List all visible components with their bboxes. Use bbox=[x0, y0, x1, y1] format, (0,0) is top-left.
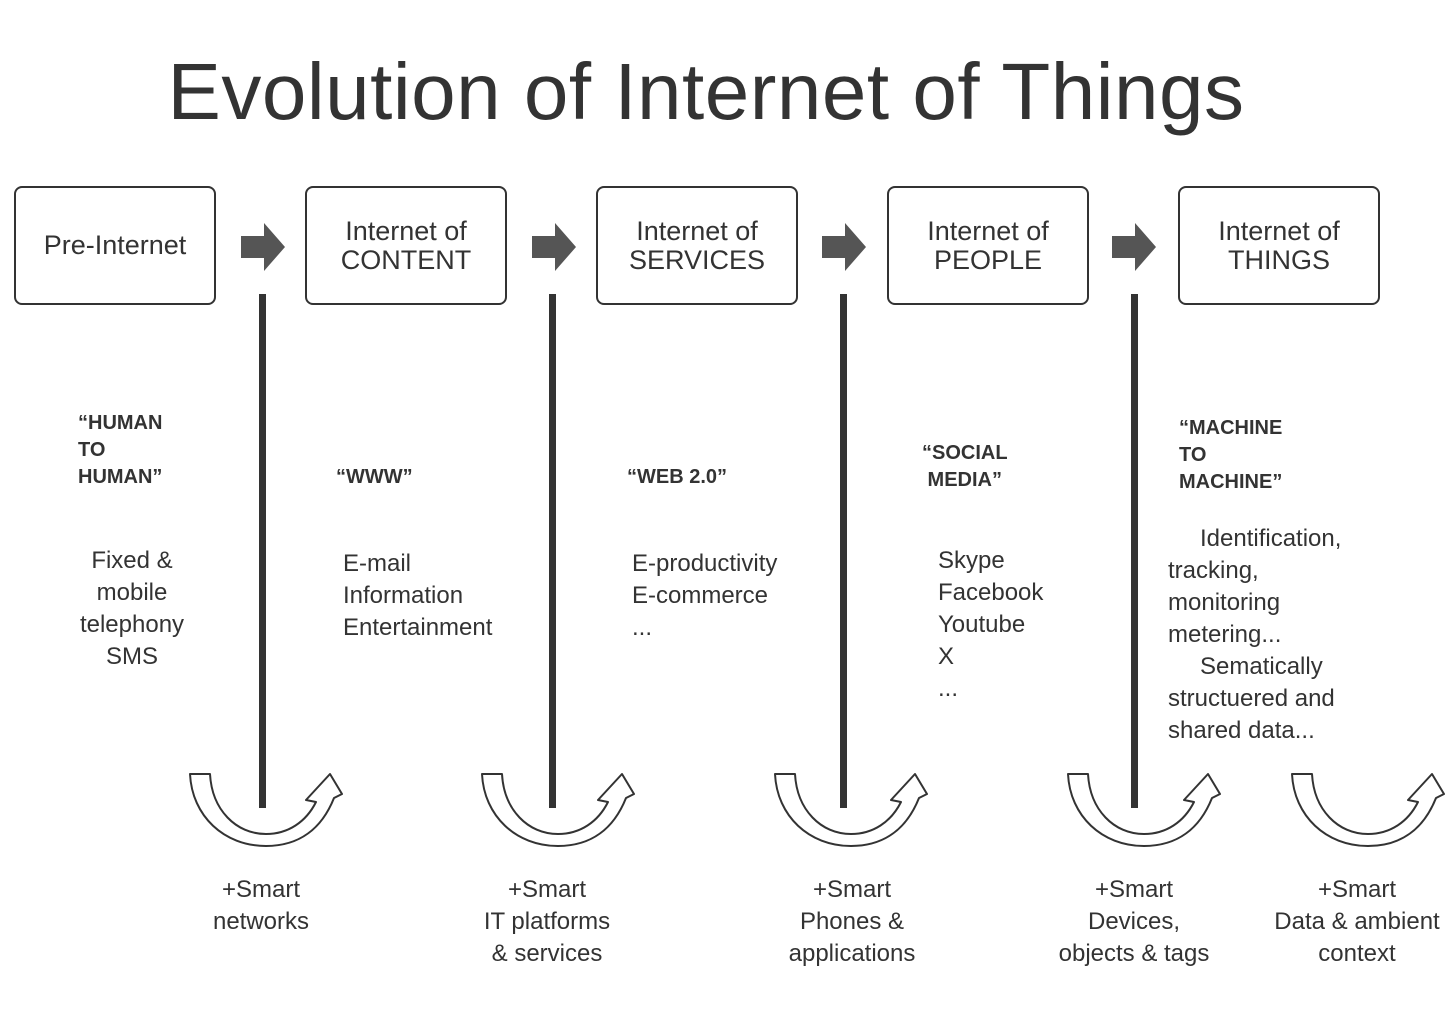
smart-label-line: +Smart bbox=[812, 876, 892, 903]
smart-label-line: applications bbox=[788, 940, 916, 967]
smart-label-data-context: +Smart Data & ambient context bbox=[1262, 874, 1452, 970]
smart-label-line: +Smart bbox=[221, 876, 301, 903]
stage-internet-of-services: Internet of SERVICES bbox=[596, 186, 798, 305]
arrow-right-icon bbox=[532, 223, 576, 271]
stage-pre-internet: Pre-Internet bbox=[14, 186, 216, 305]
stage-label-line1: Internet of bbox=[1218, 215, 1340, 246]
era-description-content: E-mail Information Entertainment bbox=[343, 548, 492, 644]
era-divider-line bbox=[840, 294, 847, 808]
description-line: Information bbox=[343, 582, 464, 609]
era-quote-web-2: “WEB 2.0” bbox=[627, 464, 727, 491]
u-turn-arrow-icon bbox=[1067, 773, 1221, 847]
smart-label-line: +Smart bbox=[507, 876, 587, 903]
description-line: telephony bbox=[79, 611, 185, 638]
smart-label-line: & services bbox=[491, 940, 603, 967]
era-description-services: E-productivity E-commerce ... bbox=[632, 548, 777, 644]
description-line: shared data... bbox=[1168, 717, 1315, 744]
smart-label-line: context bbox=[1318, 940, 1396, 967]
description-line: E-commerce bbox=[632, 582, 769, 609]
quote-line: “WWW” bbox=[336, 466, 413, 488]
quote-line: “SOCIAL bbox=[922, 442, 1008, 464]
era-divider-line bbox=[259, 294, 266, 808]
era-quote-machine-to-machine: “MACHINE TO MACHINE” bbox=[1179, 415, 1282, 496]
stage-internet-of-people: Internet of PEOPLE bbox=[887, 186, 1089, 305]
stage-label-line2: CONTENT bbox=[340, 244, 472, 275]
description-line: SMS bbox=[105, 643, 158, 670]
stage-label-line2: PEOPLE bbox=[933, 244, 1043, 275]
description-line: ... bbox=[938, 675, 959, 702]
stage-label-line1: Pre-Internet bbox=[43, 230, 187, 260]
u-turn-arrow-icon bbox=[1291, 773, 1445, 847]
smart-label-line: +Smart bbox=[1094, 876, 1174, 903]
stage-internet-of-things: Internet of THINGS bbox=[1178, 186, 1380, 305]
era-quote-www: “WWW” bbox=[336, 464, 413, 491]
smart-label-line: Data & ambient bbox=[1274, 908, 1440, 935]
smart-label-line: Phones & bbox=[799, 908, 905, 935]
description-line: ... bbox=[632, 614, 653, 641]
era-description-people: Skype Facebook Youtube X ... bbox=[938, 545, 1043, 705]
u-turn-arrow-icon bbox=[774, 773, 928, 847]
smart-label-line: objects & tags bbox=[1058, 940, 1210, 967]
quote-line: TO bbox=[78, 439, 106, 461]
u-turn-arrow-icon bbox=[189, 773, 343, 847]
era-divider-line bbox=[549, 294, 556, 808]
stage-label-line1: Internet of bbox=[345, 215, 467, 246]
smart-label-phones: +Smart Phones & applications bbox=[768, 874, 936, 970]
smart-label-it-platforms: +Smart IT platforms & services bbox=[466, 874, 628, 970]
description-line: E-productivity bbox=[632, 550, 778, 577]
smart-label-devices: +Smart Devices, objects & tags bbox=[1044, 874, 1224, 970]
arrow-right-icon bbox=[1112, 223, 1156, 271]
smart-label-line: Devices, bbox=[1087, 908, 1181, 935]
description-line: tracking, bbox=[1168, 557, 1259, 584]
u-turn-arrow-icon bbox=[481, 773, 635, 847]
description-line: mobile bbox=[96, 579, 168, 606]
description-line: Identification, bbox=[1200, 525, 1342, 552]
quote-line: TO bbox=[1179, 444, 1207, 466]
description-line: Skype bbox=[938, 547, 1005, 574]
arrow-right-icon bbox=[241, 223, 285, 271]
diagram-title: Evolution of Internet of Things bbox=[167, 47, 1245, 136]
stage-label-line1: Internet of bbox=[636, 215, 758, 246]
description-line: Youtube bbox=[938, 611, 1026, 638]
quote-line: “HUMAN bbox=[78, 412, 163, 434]
quote-line: “MACHINE bbox=[1179, 417, 1283, 439]
smart-label-line: networks bbox=[212, 908, 310, 935]
arrow-right-icon bbox=[822, 223, 866, 271]
era-quote-human-to-human: “HUMAN TO HUMAN” bbox=[78, 410, 162, 491]
stage-label-line2: SERVICES bbox=[628, 244, 766, 275]
description-line: structuered and bbox=[1168, 685, 1335, 712]
smart-label-line: +Smart bbox=[1317, 876, 1397, 903]
description-line: X bbox=[938, 643, 955, 670]
era-divider-line bbox=[1131, 294, 1138, 808]
description-line: metering... bbox=[1168, 621, 1282, 648]
stage-label-line1: Internet of bbox=[927, 215, 1049, 246]
quote-line: HUMAN” bbox=[78, 466, 163, 488]
description-line: Facebook bbox=[938, 579, 1044, 606]
stage-internet-of-content: Internet of CONTENT bbox=[305, 186, 507, 305]
description-line: Entertainment bbox=[343, 614, 493, 641]
quote-line: MEDIA” bbox=[927, 469, 1002, 491]
stage-label-line2: THINGS bbox=[1227, 244, 1330, 275]
era-description-things: Identification, tracking, monitoring met… bbox=[1168, 523, 1341, 747]
quote-line: “WEB 2.0” bbox=[627, 466, 728, 488]
smart-label-networks: +Smart networks bbox=[180, 874, 342, 938]
era-quote-social-media: “SOCIAL MEDIA” bbox=[922, 440, 1008, 494]
description-line: E-mail bbox=[343, 550, 412, 577]
description-line: monitoring bbox=[1168, 589, 1281, 616]
description-line: Fixed & bbox=[91, 547, 173, 574]
quote-line: MACHINE” bbox=[1179, 471, 1283, 493]
description-line: Sematically bbox=[1200, 653, 1323, 680]
era-description-pre-internet: Fixed & mobile telephony SMS bbox=[62, 545, 202, 673]
smart-label-line: IT platforms bbox=[483, 908, 611, 935]
